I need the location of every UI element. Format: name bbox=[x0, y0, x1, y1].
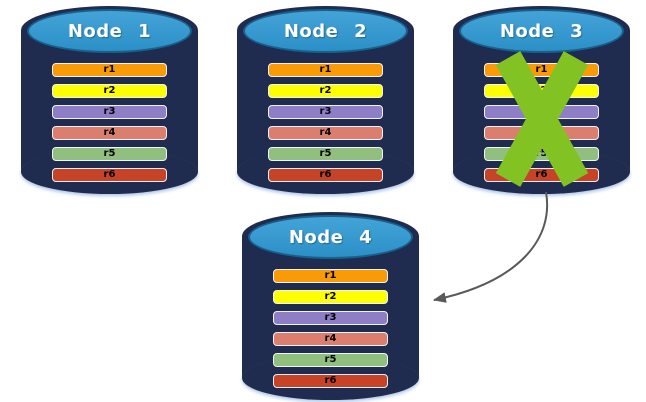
row-r1: r1 bbox=[268, 63, 383, 77]
cylinder-cap: Node 1 bbox=[27, 9, 192, 53]
row-r3: r3 bbox=[52, 105, 167, 119]
row-r2: r2 bbox=[52, 84, 167, 98]
row-r4: r4 bbox=[273, 332, 388, 346]
node-title: Node 4 bbox=[288, 226, 373, 248]
row-stack: r1 r2 r3 r4 r5 r6 bbox=[268, 63, 383, 182]
node-title: Node 2 bbox=[283, 20, 368, 42]
row-stack: r1 r2 r3 r4 r5 r6 bbox=[273, 269, 388, 388]
row-stack: r1 r2 r3 r4 r5 r6 bbox=[52, 63, 167, 182]
node-1: Node 1 r1 r2 r3 r4 r5 r6 bbox=[21, 6, 198, 194]
row-r1: r1 bbox=[273, 269, 388, 283]
row-r5: r5 bbox=[52, 147, 167, 161]
row-r2: r2 bbox=[268, 84, 383, 98]
row-r6: r6 bbox=[273, 374, 388, 388]
node-2: Node 2 r1 r2 r3 r4 r5 r6 bbox=[237, 6, 414, 194]
row-r6: r6 bbox=[268, 168, 383, 182]
row-r4: r4 bbox=[52, 126, 167, 140]
row-r4: r4 bbox=[268, 126, 383, 140]
node-title: Node 3 bbox=[499, 20, 584, 42]
cylinder-cap: Node 4 bbox=[248, 215, 413, 259]
row-r3: r3 bbox=[268, 105, 383, 119]
node-4: Node 4 r1 r2 r3 r4 r5 r6 bbox=[242, 212, 419, 400]
row-r5: r5 bbox=[268, 147, 383, 161]
row-r3: r3 bbox=[273, 311, 388, 325]
node-3: Node 3 r1 r2 r3 r4 r5 r6 bbox=[453, 6, 630, 194]
node-title: Node 1 bbox=[67, 20, 152, 42]
row-r6: r6 bbox=[52, 168, 167, 182]
cylinder-cap: Node 2 bbox=[243, 9, 408, 53]
row-r5: r5 bbox=[273, 353, 388, 367]
row-r2: r2 bbox=[273, 290, 388, 304]
failure-x-icon bbox=[495, 51, 589, 187]
row-r1: r1 bbox=[52, 63, 167, 77]
cylinder-cap: Node 3 bbox=[459, 9, 624, 53]
